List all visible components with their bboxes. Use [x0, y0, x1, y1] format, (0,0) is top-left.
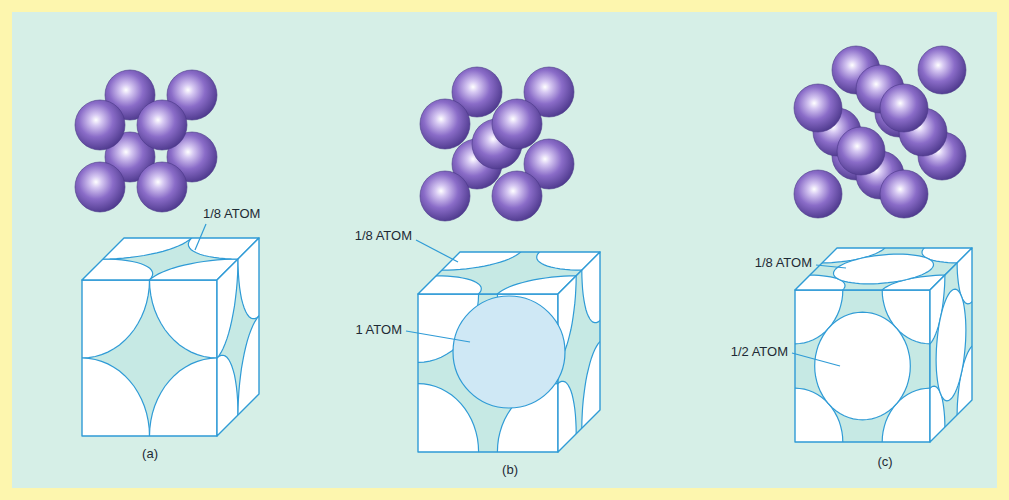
- leader-line: [406, 331, 470, 342]
- atom-sphere: [880, 84, 928, 132]
- leader-line: [792, 353, 840, 366]
- atom-sphere: [918, 46, 966, 94]
- atom-slice: [834, 254, 934, 284]
- leader-line: [816, 265, 846, 268]
- atom-sphere: [492, 99, 542, 149]
- callout-label: 1/8 ATOM: [755, 255, 812, 270]
- atom-sphere: [794, 170, 842, 218]
- cell-edge: [930, 248, 972, 442]
- atom-slice: [936, 289, 966, 401]
- callout-label: 1/8 ATOM: [203, 206, 260, 221]
- leader-line: [416, 240, 458, 262]
- atom-cluster: [75, 70, 217, 212]
- atom-sphere: [794, 84, 842, 132]
- figure-letter: (c): [877, 454, 892, 469]
- cell-edge: [217, 238, 259, 436]
- atom-sphere: [837, 127, 885, 175]
- atom-sphere: [75, 162, 125, 212]
- atom-sphere: [880, 170, 928, 218]
- atom-sphere: [420, 99, 470, 149]
- cell-edge: [795, 290, 930, 442]
- sphere-clusters: [75, 46, 966, 221]
- callout-label: 1 ATOM: [356, 322, 402, 337]
- center-atom: [453, 296, 565, 408]
- callout-label: 1/2 ATOM: [731, 344, 788, 359]
- atom-slices: [196, 157, 280, 500]
- figure-letter: (b): [502, 462, 518, 477]
- atom-sphere: [137, 100, 187, 150]
- atom-sphere: [492, 171, 542, 221]
- unit-cell: [11, 157, 329, 500]
- atom-sphere: [137, 162, 187, 212]
- unit-cell: [355, 181, 664, 500]
- atom-sphere: [75, 100, 125, 150]
- leader-lines: [195, 224, 846, 366]
- atom-sphere: [420, 171, 470, 221]
- unit-cells: [11, 157, 1009, 500]
- atom-slices: [915, 192, 987, 498]
- leader-line: [195, 224, 206, 250]
- atom-slice: [815, 312, 911, 420]
- atom-cluster: [794, 46, 966, 218]
- atom-slices: [11, 217, 329, 301]
- atom-cluster: [420, 67, 574, 221]
- callout-label: 1/8 ATOM: [355, 228, 412, 243]
- cell-edge: [82, 280, 217, 436]
- figure-letter: (a): [142, 446, 158, 461]
